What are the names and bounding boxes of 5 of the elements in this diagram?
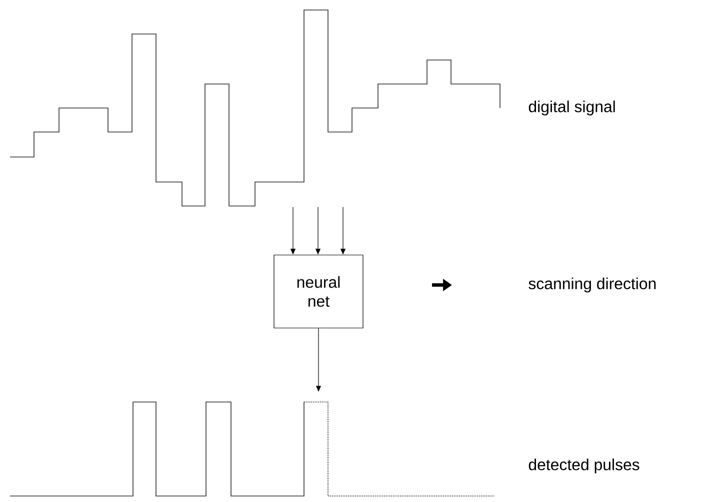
pulse-train-drawing <box>10 402 494 496</box>
signal-label: digital signal <box>528 100 615 116</box>
process-box: neural net <box>274 254 364 328</box>
signal-label: scanning direction <box>528 278 656 292</box>
signal-label: detected pulses <box>528 458 640 474</box>
